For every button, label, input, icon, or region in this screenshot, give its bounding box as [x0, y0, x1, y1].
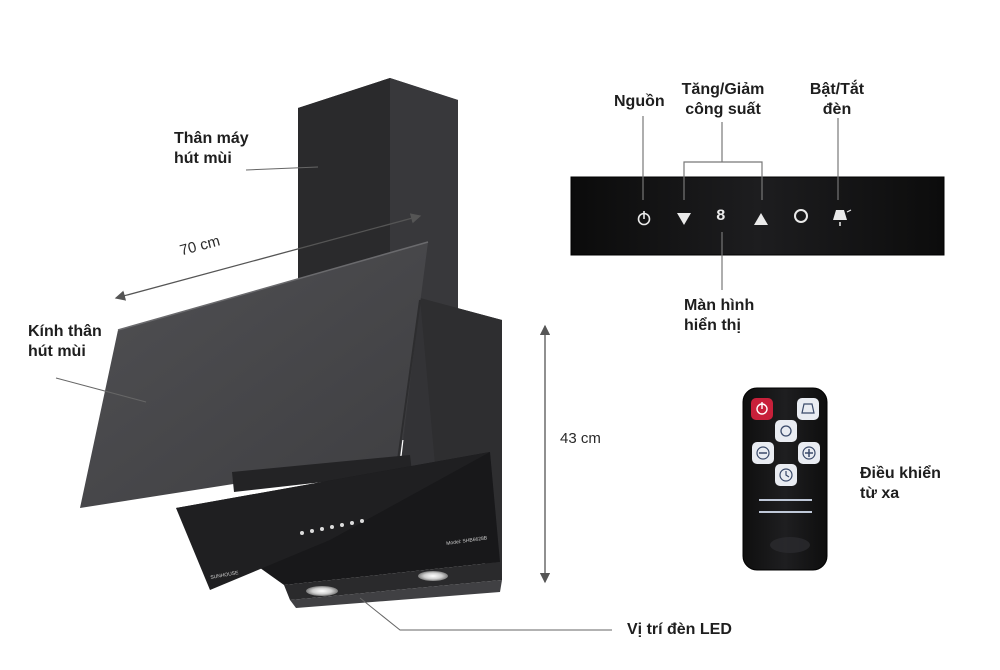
light-icon[interactable] [833, 209, 852, 226]
width-dimension-line [114, 213, 422, 301]
label-remote: Điều khiển từ xa [860, 465, 941, 502]
leader-body [245, 166, 319, 171]
label-power-level: Tăng/Giảm công suất [681, 81, 765, 118]
label-body: Thân máy hút mùi [174, 130, 249, 167]
led-light-left [306, 586, 338, 596]
led-light-right [418, 571, 448, 581]
circle-icon[interactable] [794, 209, 808, 223]
leader-power-level-bracket [683, 161, 763, 200]
leader-led [359, 597, 612, 631]
label-light: Bật/Tắt đèn [809, 81, 865, 118]
label-height: 43 cm [560, 430, 601, 447]
fan-icon [780, 425, 792, 437]
label-power: Nguồn [614, 93, 665, 110]
remote-control [742, 387, 828, 571]
remote-fan-button[interactable] [775, 420, 797, 442]
label-display: Màn hình hiển thị [684, 297, 755, 334]
remote-light-button[interactable] [797, 398, 819, 420]
label-led: Vị trí đèn LED [627, 621, 732, 638]
down-triangle-icon[interactable] [677, 213, 691, 225]
display-digit: 8 [716, 207, 726, 225]
power-icon[interactable] [637, 211, 651, 226]
timer-icon [779, 468, 793, 482]
leader-glass [55, 377, 147, 403]
control-panel-strip [570, 176, 945, 256]
label-glass: Kính thân hút mùi [28, 323, 102, 360]
up-triangle-icon[interactable] [754, 213, 768, 225]
hood-front-controls [300, 519, 364, 535]
hood-collar [232, 455, 412, 492]
hood-front-block [176, 452, 502, 608]
